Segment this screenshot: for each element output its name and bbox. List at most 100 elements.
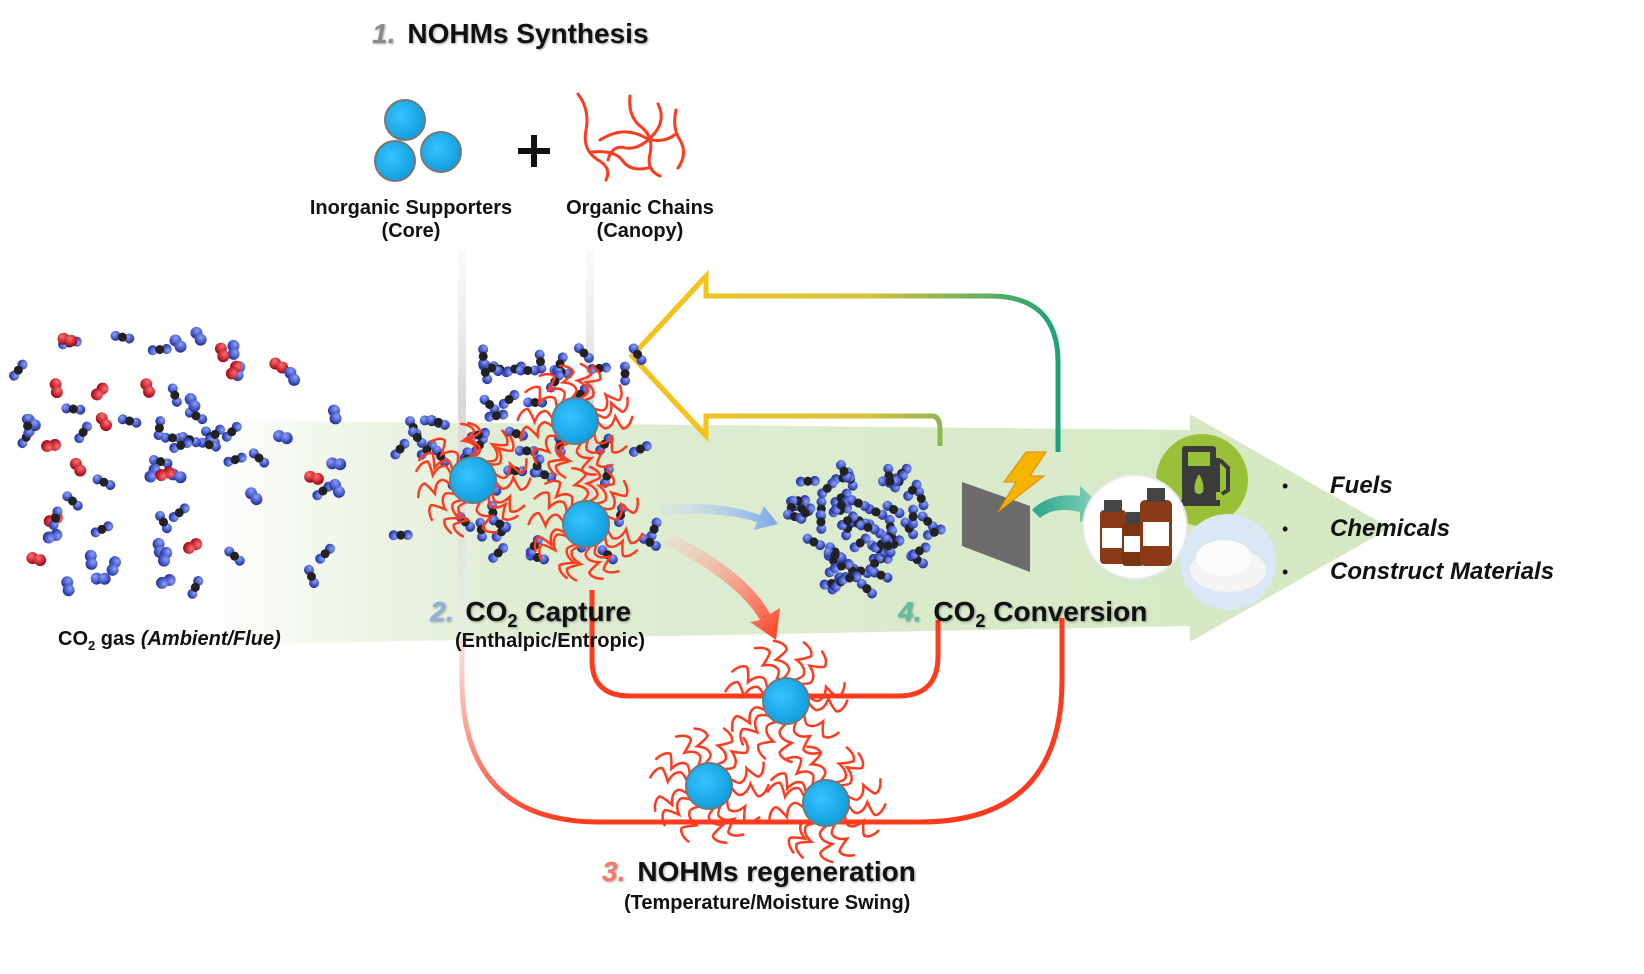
capture-title-post: Capture [517,596,632,627]
co2-molecule-icon [856,520,880,535]
canopy-label-text: Organic Chains [566,197,714,219]
gas-label-mid: gas [95,628,141,650]
conversion-title-sub: 2 [975,611,986,632]
co2-molecule-icon [147,344,172,356]
co2-molecule-icon [498,390,520,409]
co2-molecule-icon [846,495,870,512]
co2-molecule-icon [638,533,661,551]
co2-molecule-icon [802,533,826,551]
co2-molecule-icon [629,441,652,457]
capture-subtitle: (Enthalpic/Entropic) [455,630,645,652]
organic-chain-icon [576,92,685,182]
gas-label: CO2 gas (Ambient/Flue) [58,628,281,653]
co2-molecule-icon [865,552,884,575]
canopy-sub-text: (Canopy) [596,220,684,242]
co2-molecule-icon [882,500,905,519]
core-particle-icon [762,677,810,725]
plus-sign [518,135,550,167]
regeneration-subtitle: (Temperature/Moisture Swing) [624,892,911,914]
core-sub-text: (Core) [381,220,441,242]
co2-molecule-icon [829,558,854,574]
electrode-icon [962,482,1030,572]
co2-molecule-icon [62,491,83,511]
step-number: 2. [430,596,454,627]
nohms-particle-icon [516,362,634,479]
nitrogen-molecule-icon [328,478,345,498]
nitrogen-molecule-icon [273,430,293,445]
nitrogen-molecule-icon [61,576,75,597]
co2-molecule-icon [914,486,929,511]
gas-label-sub: 2 [88,637,96,653]
core-particle-icon [449,456,497,504]
co2-molecule-icon [117,414,142,428]
oxygen-molecule-icon [155,466,175,482]
co2-molecule-icon [835,459,853,483]
product-construct-materials: Construct Materials [1330,558,1555,585]
co2-molecule-icon [315,543,336,564]
core-particle-icon [551,397,599,445]
regeneration-title: 3.NOHMs regeneration [602,856,916,888]
co2-molecule-icon [74,421,93,444]
co2-molecule-icon [823,547,847,563]
co2-molecule-icon [877,476,902,487]
conversion-title-pre: CO [933,596,976,627]
nitrogen-molecule-icon [227,339,240,360]
co2-molecule-icon [184,407,208,425]
co2-molecule-icon [795,475,820,487]
co2-molecule-icon [837,511,859,531]
co2-molecule-icon [856,578,877,599]
chemical-bottles-icon [1082,474,1188,580]
oxygen-molecule-icon [304,470,324,485]
oxygen-molecule-icon [26,552,47,567]
nitrogen-molecule-icon [184,393,201,413]
co2-molecule-icon [221,421,242,442]
co2-molecule-icon [864,504,888,520]
co2-molecule-icon [515,365,540,376]
co2-molecule-icon [628,343,647,366]
core-label: Inorganic Supporters (Core) [298,197,524,243]
co2-molecule-icon [148,454,173,469]
synthesis-title: 1.NOHMs Synthesis [372,18,649,50]
capture-title-sub: 2 [507,611,518,632]
product-bullet: • [1282,562,1289,582]
nitrogen-molecule-icon [42,528,63,544]
co2-molecule-icon [523,397,548,408]
nitrogen-molecule-icon [326,457,347,471]
oxygen-molecule-icon [69,457,87,477]
co2-molecule-icon [167,383,182,407]
nitrogen-molecule-icon [90,572,111,585]
co2-molecule-icon [388,530,413,541]
co2-molecule-icon [48,506,63,530]
co2-molecule-icon [794,503,816,523]
oxygen-molecule-icon [91,382,109,401]
co2-molecule-icon [908,542,931,560]
oxygen-molecule-icon [214,342,230,363]
capture-to-conversion-arrow [660,503,778,530]
step-number: 3. [602,856,626,887]
capture-title: 2.CO2 Capture [430,596,632,632]
white-powder-icon [1180,514,1276,610]
co2-molecule-icon [153,416,166,441]
core-particle-icon [685,762,733,810]
molecules-layer [9,326,946,599]
oxygen-molecule-icon [41,438,62,453]
co2-molecule-icon [248,448,270,468]
conversion-title: 4.CO2 Conversion [898,596,1148,632]
co2-molecule-icon [407,427,427,448]
outer-return-arrow-inner [628,269,709,443]
co2-molecule-icon [903,479,922,501]
co2-molecule-icon [390,438,410,460]
nitrogen-molecule-icon [284,366,301,386]
conversion-title-post: Conversion [985,596,1148,627]
co2-molecule-icon [849,533,871,553]
nitrogen-molecule-icon [169,334,187,353]
co2-molecule-icon [900,517,919,540]
nitrogen-molecule-icon [190,326,207,346]
product-chemicals: Chemicals [1330,515,1451,542]
nohms-particle-icon [527,465,644,582]
core-particle-icon [384,99,426,141]
co2-molecule-icon [169,437,193,453]
product-bullet: • [1282,476,1289,496]
nohms-particle-icon [415,421,532,538]
co2-molecule-icon [837,571,862,585]
